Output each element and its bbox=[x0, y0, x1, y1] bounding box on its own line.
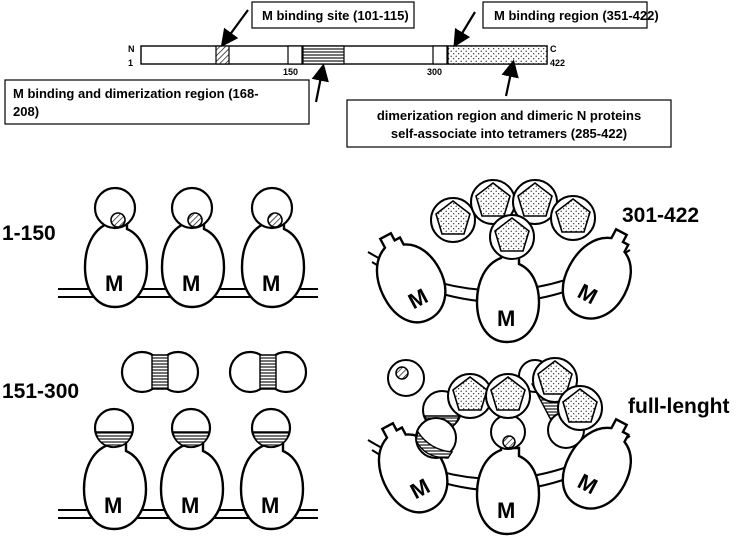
dimer-a bbox=[120, 350, 200, 394]
callout-region-351: M binding region (351-422) bbox=[453, 1, 659, 48]
svg-text:M: M bbox=[105, 271, 123, 296]
c-end-label: 422 bbox=[550, 58, 565, 68]
domain-map: N 1 C 422 150 300 bbox=[128, 44, 565, 77]
svg-text:M: M bbox=[104, 493, 122, 518]
arrow-tetramer bbox=[501, 59, 519, 97]
m-protein-2c: M bbox=[239, 433, 305, 531]
panel-label-full-length: full-lenght bbox=[628, 395, 729, 418]
svg-text:M: M bbox=[181, 493, 199, 518]
tetramer-301-422 bbox=[430, 179, 596, 260]
tick-300: 300 bbox=[427, 67, 442, 77]
svg-text:M: M bbox=[261, 493, 279, 518]
svg-text:M: M bbox=[497, 306, 515, 331]
arrow-region-351 bbox=[453, 11, 476, 48]
m-protein-2a: M bbox=[82, 433, 148, 531]
m-protein-3b: M bbox=[475, 246, 541, 344]
m-protein-1b: M bbox=[160, 211, 226, 309]
arrow-dimer-168 bbox=[311, 63, 329, 103]
callout-dimer-168: M binding and dimerization region (168- … bbox=[4, 63, 329, 125]
n-domain-1a bbox=[93, 186, 137, 230]
n-domain-1b bbox=[170, 186, 214, 230]
m-protein-2b: M bbox=[159, 433, 225, 531]
n-domain-2c bbox=[250, 407, 292, 449]
callout-site-101: M binding site (101-115) bbox=[220, 1, 415, 48]
svg-text:M binding and dimerization reg: M binding and dimerization region (168- bbox=[13, 86, 259, 101]
m-protein-4a: M bbox=[359, 409, 462, 525]
n-start-label: 1 bbox=[128, 58, 133, 68]
n-terminus-label: N bbox=[128, 44, 135, 54]
panel-301-422: M M M bbox=[357, 179, 651, 344]
n-domain-2a bbox=[93, 407, 135, 449]
m-protein-4b: M bbox=[475, 438, 541, 536]
m-protein-4c: M bbox=[549, 406, 651, 522]
c-terminus-label: C bbox=[550, 44, 557, 54]
svg-text:M: M bbox=[497, 498, 515, 523]
svg-text:dimerization region and dimeri: dimerization region and dimeric N protei… bbox=[377, 108, 641, 123]
panel-label-1-150: 1-150 bbox=[2, 222, 56, 245]
segment-351-422 bbox=[447, 45, 548, 65]
callout-tetramer: dimerization region and dimeric N protei… bbox=[346, 59, 672, 148]
panel-full-length: M M M bbox=[359, 357, 651, 536]
n-domain-1c bbox=[250, 186, 294, 230]
tick-150: 150 bbox=[283, 67, 298, 77]
panel-label-301-422: 301-422 bbox=[622, 204, 699, 227]
m-protein-3a: M bbox=[357, 219, 460, 335]
arrow-site-101 bbox=[220, 9, 249, 48]
svg-text:208): 208) bbox=[13, 104, 39, 119]
m-protein-1a: M bbox=[83, 211, 149, 309]
panel-151-300: M M M bbox=[58, 350, 318, 531]
svg-text:self-associate into tetramers: self-associate into tetramers (285-422) bbox=[391, 126, 627, 141]
full-length-complex bbox=[387, 357, 603, 459]
m-protein-1c: M bbox=[240, 211, 306, 309]
svg-text:M: M bbox=[182, 271, 200, 296]
segment-101-115 bbox=[215, 45, 230, 65]
m-protein-3c: M bbox=[549, 216, 651, 332]
dimer-b bbox=[228, 350, 308, 394]
segment-168-208 bbox=[302, 45, 345, 65]
svg-text:M: M bbox=[262, 271, 280, 296]
segment-break-150 bbox=[287, 45, 303, 65]
svg-text:M binding region (351-422): M binding region (351-422) bbox=[494, 8, 659, 23]
n-domain-2b bbox=[170, 407, 212, 449]
panel-label-151-300: 151-300 bbox=[2, 380, 79, 403]
segment-break-300 bbox=[432, 45, 448, 65]
panel-1-150: M M M bbox=[58, 186, 318, 309]
svg-text:M binding site (101-115): M binding site (101-115) bbox=[262, 8, 409, 23]
